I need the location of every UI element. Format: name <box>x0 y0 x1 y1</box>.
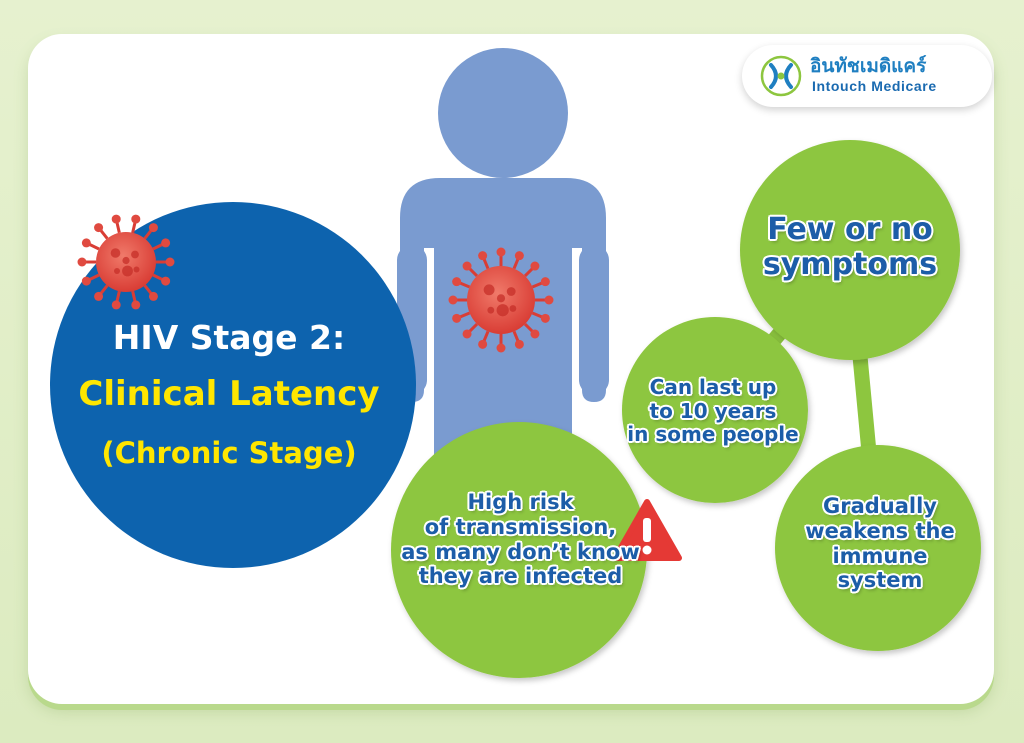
brand-name-thai: อินทัชเมดิแคร์ <box>810 55 927 77</box>
transmission-line-2: of transmission, <box>424 514 617 539</box>
transmission-line-3: as many don’t know <box>401 539 640 564</box>
duration-line-3: in some people <box>627 422 799 447</box>
transmission-text: High risk of transmission, as many don’t… <box>398 490 643 589</box>
logo-mark-icon <box>760 55 802 97</box>
duration-text: Can last up to 10 years in some people <box>618 375 808 447</box>
duration-line-1: Can last up <box>649 375 777 399</box>
immune-line-2: weakens the <box>805 518 955 543</box>
virus-icon <box>77 214 175 310</box>
immune-line-1: Gradually <box>822 494 937 518</box>
few-symptoms-line-1: Few or no <box>767 212 933 247</box>
immune-text: Gradually weakens the immune system <box>792 494 968 593</box>
immune-line-3: immune <box>832 543 928 568</box>
warning-icon <box>612 499 682 561</box>
stage-circle <box>50 202 416 568</box>
immune-line-4: system <box>837 568 923 593</box>
stage-name: Clinical Latency <box>78 374 380 414</box>
transmission-line-1: High risk <box>467 490 574 514</box>
brand-logo: อินทัชเมดิแคร์ Intouch Medicare <box>742 45 992 107</box>
brand-name-english: Intouch Medicare <box>812 78 937 94</box>
info-bubbles <box>391 140 981 678</box>
stage-subtitle: (Chronic Stage) <box>101 436 357 470</box>
stage-title: HIV Stage 2: <box>112 318 346 357</box>
transmission-line-4: they are infected <box>418 564 623 589</box>
duration-line-2: to 10 years <box>649 398 777 423</box>
virus-icon <box>448 247 554 353</box>
few-symptoms-line-2: symptoms <box>762 247 938 283</box>
few-symptoms-text: Few or no symptoms <box>745 212 955 283</box>
